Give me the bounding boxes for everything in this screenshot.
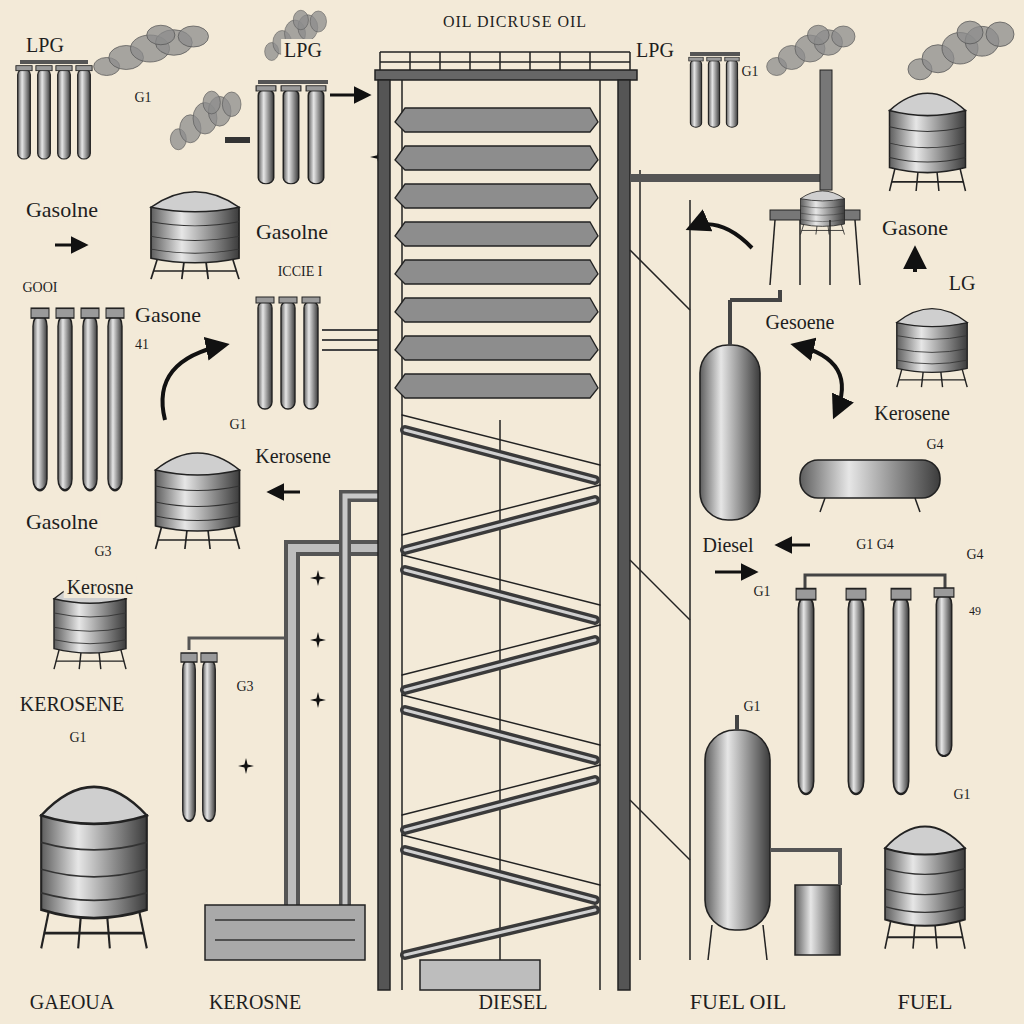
part-label: G4 [923,437,946,452]
part-label: Gasolne [253,220,331,244]
part-label: ICCIE I [275,264,326,279]
part-label: 49 [966,605,984,618]
part-label: GOOI [20,280,61,295]
part-label: 41 [132,337,152,352]
part-label: G1 [750,584,773,599]
part-label: Gasolne [23,198,101,222]
part-label: KEROSENE [17,693,127,715]
part-label: Kerosene [871,402,953,424]
product-label: KEROSNE [206,991,304,1013]
part-label: G3 [233,679,256,694]
part-label: G1 G4 [853,537,897,552]
part-label: Gasone [132,303,204,327]
part-label: LPG [281,39,325,61]
part-label: G1 [740,699,763,714]
part-label: G1 [226,417,249,432]
part-label: Gasolne [23,510,101,534]
part-label: G3 [91,544,114,559]
part-label: LPG [23,34,67,56]
part-label: Kerosene [252,445,334,467]
product-label: GAEOUA [27,991,117,1013]
part-label: G4 [963,547,986,562]
part-label: Gesoene [763,311,838,333]
diagram-title: OIL DICRUSE OIL [440,13,590,31]
product-label: FUEL [895,990,956,1014]
product-label: DIESEL [476,991,551,1013]
part-label: G1 [66,730,89,745]
part-label: G1 [738,64,761,79]
part-label: LG [946,272,979,294]
product-label: FUEL OIL [687,990,789,1014]
part-label: LPG [633,39,677,61]
part-label: Gasone [879,216,951,240]
part-label: Kerosne [64,576,137,598]
part-label: G1 [131,90,154,105]
part-label: Diesel [699,534,756,556]
part-label: G1 [950,787,973,802]
